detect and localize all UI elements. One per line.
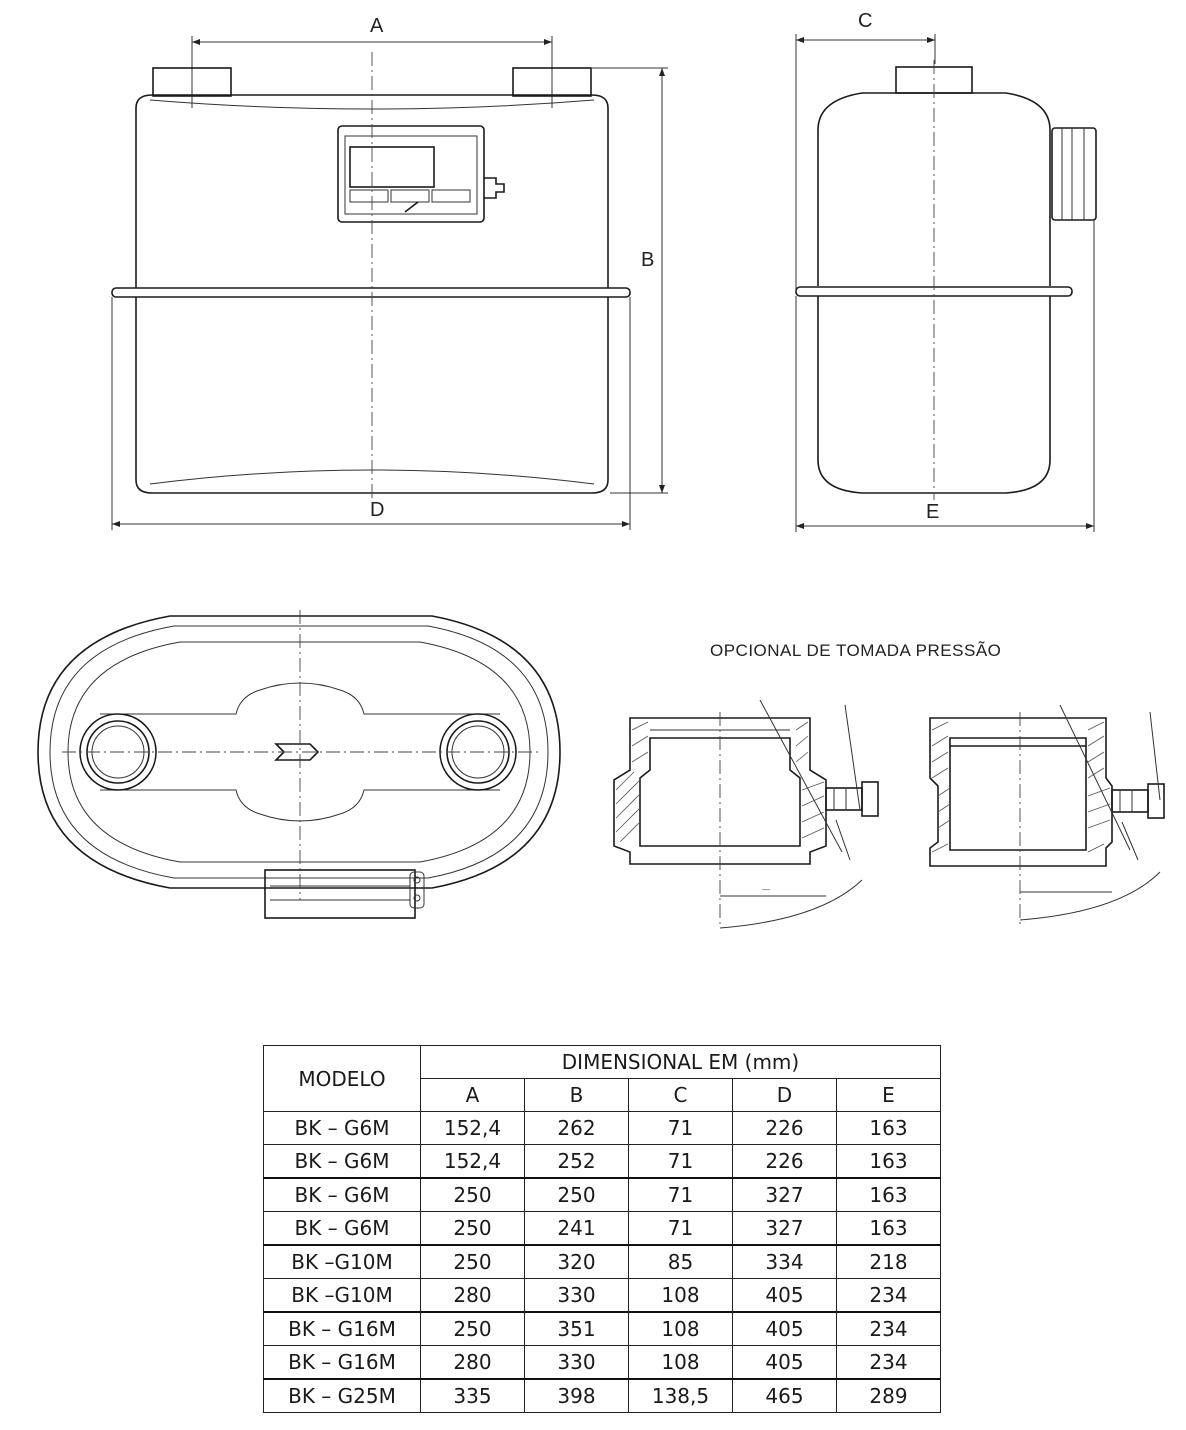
- value-cell: 108: [628, 1345, 733, 1380]
- value-cell: 327: [732, 1177, 837, 1212]
- table-row: BK –G10M 280 330 108 405 234: [263, 1278, 941, 1313]
- value-cell: 262: [524, 1111, 629, 1145]
- model-cell: BK – G6M: [263, 1211, 421, 1246]
- value-cell: 163: [836, 1111, 941, 1145]
- model-cell: BK –G10M: [263, 1244, 421, 1279]
- value-cell: 335: [420, 1378, 525, 1413]
- top-view: [37, 610, 561, 919]
- value-cell: 405: [732, 1311, 837, 1346]
- value-cell: 250: [420, 1311, 525, 1346]
- value-cell: 234: [836, 1311, 941, 1346]
- table-header-b: B: [524, 1078, 629, 1112]
- table-header-model: MODELO: [263, 1045, 421, 1112]
- table-header-d: D: [732, 1078, 837, 1112]
- value-cell: 85: [628, 1244, 733, 1279]
- value-cell: 280: [420, 1278, 525, 1313]
- dimension-label-d: D: [370, 499, 384, 521]
- front-view: A B: [111, 15, 668, 530]
- value-cell: 405: [732, 1345, 837, 1380]
- value-cell: 465: [732, 1378, 837, 1413]
- table-row: BK – G6M 152,4 252 71 226 163: [263, 1144, 941, 1179]
- value-cell: 234: [836, 1278, 941, 1313]
- value-cell: 250: [420, 1211, 525, 1246]
- value-cell: 320: [524, 1244, 629, 1279]
- value-cell: 405: [732, 1278, 837, 1313]
- value-cell: 218: [836, 1244, 941, 1279]
- value-cell: 71: [628, 1144, 733, 1179]
- value-cell: 351: [524, 1311, 629, 1346]
- model-cell: BK – G6M: [263, 1144, 421, 1179]
- model-cell: BK – G25M: [263, 1378, 421, 1413]
- value-cell: 327: [732, 1211, 837, 1246]
- table-row: BK – G16M 250 351 108 405 234: [263, 1311, 941, 1346]
- value-cell: 241: [524, 1211, 629, 1246]
- value-cell: 234: [836, 1345, 941, 1380]
- value-cell: 163: [836, 1177, 941, 1212]
- optional-pressure-tap-title: OPCIONAL DE TOMADA PRESSÃO: [710, 641, 1001, 660]
- value-cell: 250: [420, 1177, 525, 1212]
- side-view: C E: [795, 10, 1097, 532]
- value-cell: 330: [524, 1345, 629, 1380]
- table-row: BK – G6M 152,4 262 71 226 163: [263, 1111, 941, 1145]
- value-cell: 108: [628, 1278, 733, 1313]
- value-cell: 71: [628, 1211, 733, 1246]
- value-cell: 163: [836, 1144, 941, 1179]
- table-header-a: A: [420, 1078, 525, 1112]
- dimension-label-c: C: [858, 10, 872, 32]
- table-row: BK – G6M 250 250 71 327 163: [263, 1177, 941, 1212]
- value-cell: 250: [420, 1244, 525, 1279]
- value-cell: 226: [732, 1144, 837, 1179]
- dimension-label-a: A: [370, 15, 384, 37]
- value-cell: 226: [732, 1111, 837, 1145]
- table-header-group: DIMENSIONAL EM (mm): [420, 1045, 941, 1079]
- value-cell: 152,4: [420, 1144, 525, 1179]
- value-cell: 71: [628, 1177, 733, 1212]
- technical-drawing: A B: [37, 10, 1165, 929]
- model-cell: BK – G16M: [263, 1345, 421, 1380]
- value-cell: 71: [628, 1111, 733, 1145]
- value-cell: 330: [524, 1278, 629, 1313]
- value-cell: 334: [732, 1244, 837, 1279]
- table-row: BK –G10M 250 320 85 334 218: [263, 1244, 941, 1279]
- value-cell: 252: [524, 1144, 629, 1179]
- value-cell: 163: [836, 1211, 941, 1246]
- value-cell: 138,5: [628, 1378, 733, 1413]
- dimension-table: MODELO DIMENSIONAL EM (mm) A B C D E BK …: [263, 1045, 941, 1413]
- table-row: BK – G16M 280 330 108 405 234: [263, 1345, 941, 1380]
- value-cell: 289: [836, 1378, 941, 1413]
- value-cell: 250: [524, 1177, 629, 1212]
- value-cell: 152,4: [420, 1111, 525, 1145]
- table-row: BK – G6M 250 241 71 327 163: [263, 1211, 941, 1246]
- model-cell: BK – G16M: [263, 1311, 421, 1346]
- model-cell: BK – G6M: [263, 1177, 421, 1212]
- dimension-label-e: E: [926, 501, 939, 523]
- table-header-c: C: [628, 1078, 733, 1112]
- table-header-e: E: [836, 1078, 941, 1112]
- dimension-label-b: B: [641, 249, 654, 271]
- value-cell: 108: [628, 1311, 733, 1346]
- model-cell: BK – G6M: [263, 1111, 421, 1145]
- value-cell: 398: [524, 1378, 629, 1413]
- pressure-tap-detail-left: —: [613, 699, 879, 929]
- table-row: BK – G25M 335 398 138,5 465 289: [263, 1378, 941, 1413]
- svg-text:—: —: [762, 885, 770, 894]
- value-cell: 280: [420, 1345, 525, 1380]
- pressure-tap-detail-right: [929, 704, 1165, 928]
- model-cell: BK –G10M: [263, 1278, 421, 1313]
